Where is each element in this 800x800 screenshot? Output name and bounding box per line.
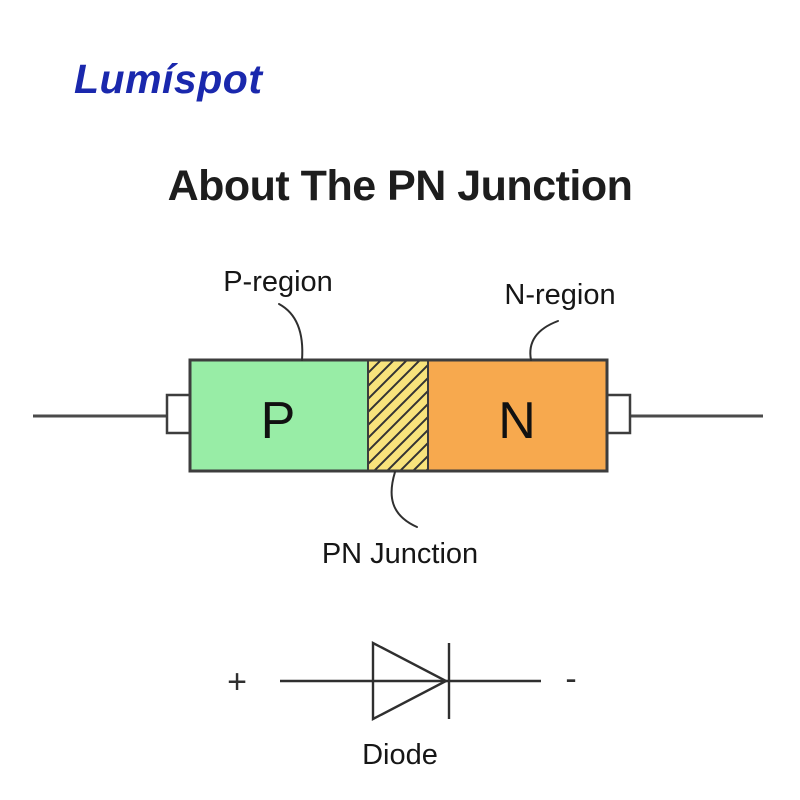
p-region-label: P-region (223, 266, 333, 298)
n-letter: N (498, 392, 536, 450)
left-terminal (165, 393, 193, 435)
n-region-leader-line (529, 320, 559, 361)
junction-hatch-overlay (368, 360, 428, 471)
pn-junction-label: PN Junction (322, 538, 478, 570)
n-region-rect (428, 360, 607, 471)
pn-junction-leader-line (390, 471, 418, 528)
right-terminal (604, 393, 632, 435)
plus-sign: + (227, 663, 247, 701)
device-outline (188, 358, 609, 473)
diode-label: Diode (362, 739, 438, 771)
logo: Lumíspot (74, 56, 263, 102)
diode-triangle (371, 641, 449, 721)
minus-sign: - (565, 660, 576, 698)
p-region-rect (190, 360, 368, 471)
p-region-leader-line (278, 303, 304, 361)
page-title: About The PN Junction (167, 162, 633, 210)
n-region-label: N-region (504, 279, 615, 311)
p-letter: P (261, 392, 296, 450)
